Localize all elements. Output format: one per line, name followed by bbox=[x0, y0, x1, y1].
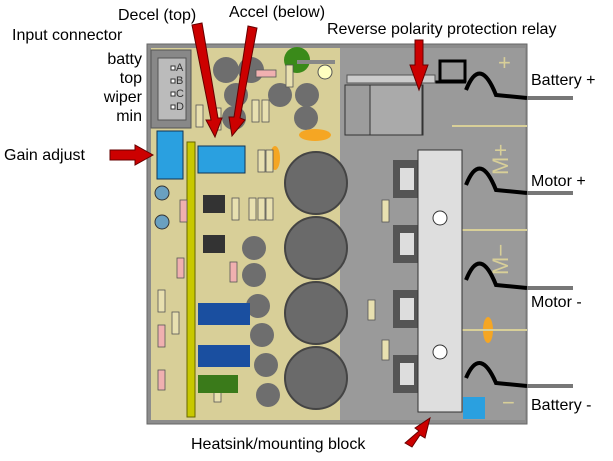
relay bbox=[344, 59, 467, 136]
label-relay: Reverse polarity protection relay bbox=[327, 21, 557, 38]
label-pin-batty: batty bbox=[107, 51, 142, 68]
label-accel: Accel (below) bbox=[229, 4, 326, 21]
silk-m-minus: M− bbox=[488, 244, 513, 275]
heatsink-block bbox=[417, 149, 463, 413]
relay-arrow bbox=[409, 39, 429, 92]
label-gain-adjust: Gain adjust bbox=[4, 147, 85, 164]
label-motor-minus: Motor - bbox=[531, 294, 582, 311]
pin-c: C bbox=[176, 88, 184, 100]
pin-a: A bbox=[176, 62, 184, 74]
accel-arrow bbox=[228, 25, 258, 138]
label-pin-wiper: wiper bbox=[103, 89, 142, 106]
label-decel: Decel (top) bbox=[118, 7, 197, 24]
wires bbox=[464, 71, 528, 388]
silk-minus: − bbox=[502, 390, 515, 415]
gain-adjust-pot bbox=[156, 130, 184, 180]
pin-d: D bbox=[176, 101, 184, 113]
label-battery-minus: Battery - bbox=[531, 397, 592, 414]
gain-arrow bbox=[109, 144, 155, 166]
accel-decel-pots bbox=[197, 145, 246, 174]
silk-m-plus: M+ bbox=[488, 144, 513, 175]
label-motor-plus: Motor + bbox=[531, 173, 586, 190]
label-battery-plus: Battery + bbox=[531, 72, 596, 89]
silk-plus: + bbox=[498, 50, 511, 75]
label-input-connector: Input connector bbox=[12, 27, 123, 44]
power-transistors bbox=[393, 160, 419, 393]
decel-arrow bbox=[191, 22, 223, 139]
pin-b: B bbox=[176, 75, 183, 87]
label-pin-top: top bbox=[119, 70, 142, 87]
heatsink-arrow bbox=[404, 416, 431, 448]
label-heatsink: Heatsink/mounting block bbox=[191, 436, 366, 453]
header-strip bbox=[186, 141, 196, 418]
electrolytic-capacitors bbox=[284, 151, 348, 410]
callout-arrows bbox=[109, 22, 431, 448]
label-pin-min: min bbox=[116, 108, 142, 125]
